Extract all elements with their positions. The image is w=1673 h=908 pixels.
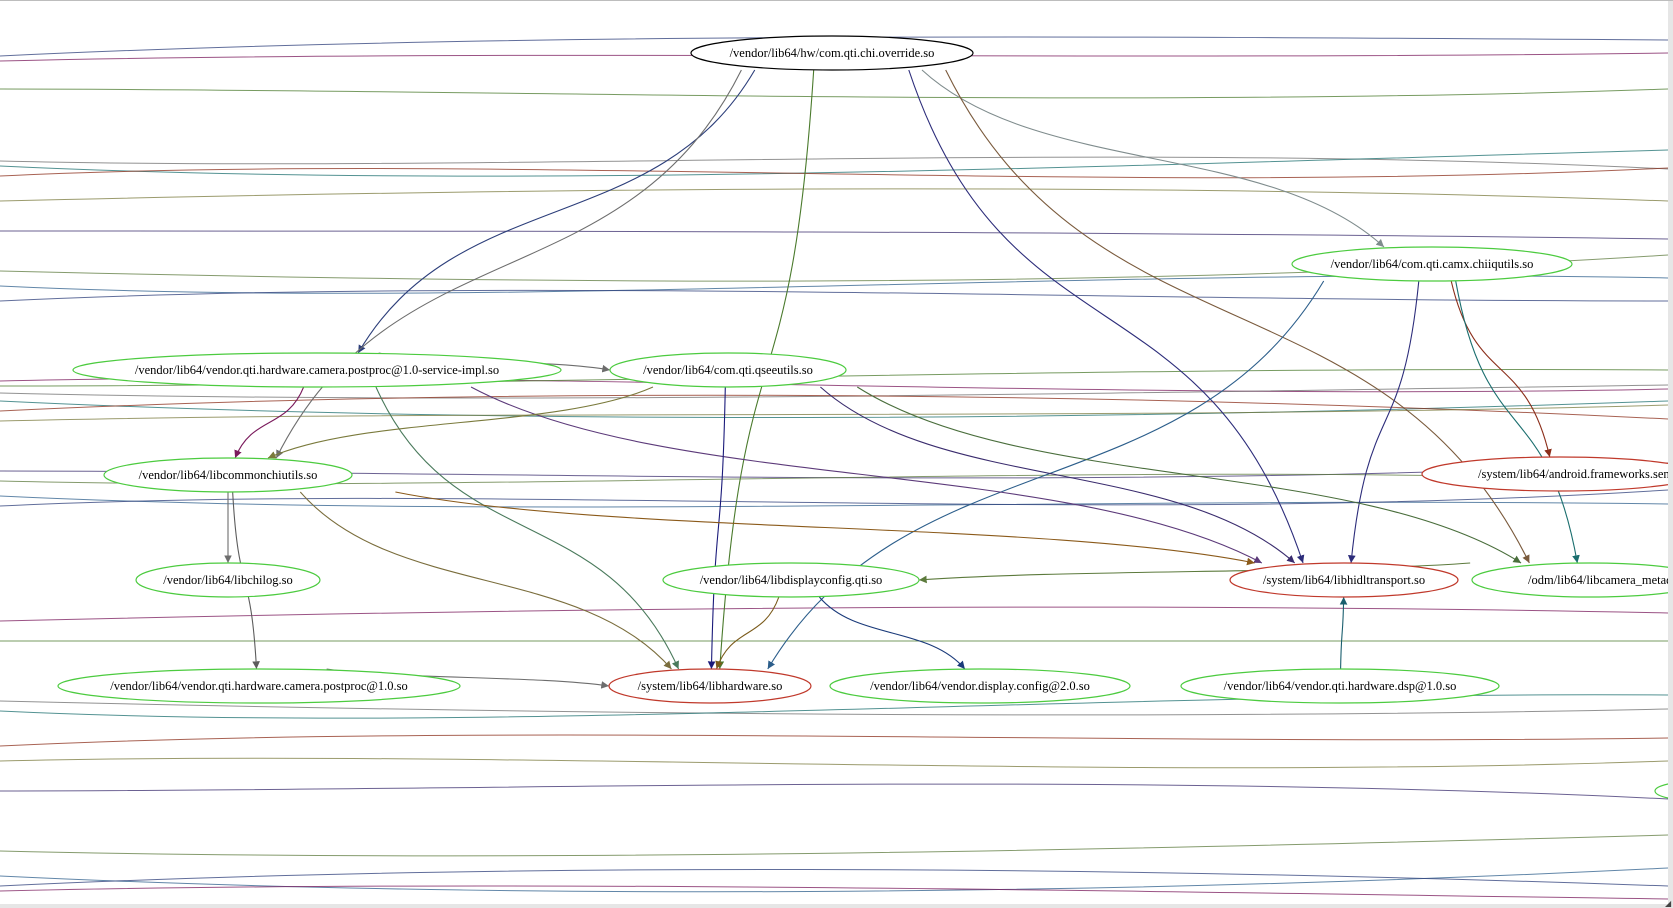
background-edge bbox=[0, 734, 1668, 747]
edge-qseeutils-to-libhw bbox=[707, 386, 726, 670]
background-edge bbox=[0, 88, 1668, 99]
edge-qseeutils-to-commonchi bbox=[267, 386, 654, 459]
node-dsp-label: /vendor/lib64/vendor.qti.hardware.dsp@1.… bbox=[1224, 679, 1457, 693]
node-partial[interactable] bbox=[1654, 781, 1668, 801]
node-layer: /vendor/lib64/hw/com.qti.chi.override.so… bbox=[57, 35, 1668, 801]
node-commonchi[interactable]: /vendor/lib64/libcommonchiutils.so bbox=[103, 457, 353, 493]
node-libhw-shape bbox=[608, 668, 812, 704]
background-edge bbox=[0, 167, 1668, 179]
edge-chiiutils-to-cammeta bbox=[1455, 280, 1580, 564]
background-edge bbox=[0, 834, 1668, 857]
edge-override-to-hidl bbox=[908, 69, 1305, 564]
node-qseeutils-shape bbox=[609, 352, 847, 388]
edge-qseeutils-to-hidl bbox=[820, 386, 1296, 564]
edge-chiiutils-to-libhw bbox=[767, 280, 1325, 670]
vertical-scrollbar[interactable] bbox=[1668, 1, 1673, 908]
edge-chiiutils-to-hidl bbox=[1347, 280, 1420, 564]
node-postproc-impl-shape bbox=[72, 352, 562, 388]
background-edge bbox=[0, 495, 1668, 508]
background-edge bbox=[0, 400, 1668, 419]
node-commonchi-shape bbox=[103, 457, 353, 493]
node-postproc-label: /vendor/lib64/vendor.qti.hardware.camera… bbox=[110, 679, 408, 693]
background-edge bbox=[0, 404, 1668, 422]
edge-override-to-cammeta bbox=[945, 69, 1530, 564]
edge-qseeutils-to-cammeta bbox=[857, 386, 1522, 564]
background-edge bbox=[0, 700, 1668, 716]
node-chilog[interactable]: /vendor/lib64/libchilog.so bbox=[135, 562, 321, 598]
node-override-label: /vendor/lib64/hw/com.qti.chi.override.so bbox=[730, 46, 935, 60]
edge-dispcfg-to-dispcfg2 bbox=[818, 596, 966, 670]
node-override-shape bbox=[690, 35, 974, 71]
edge-postproc_impl-to-libhw bbox=[375, 386, 680, 670]
node-postproc-impl-label: /vendor/lib64/vendor.qti.hardware.camera… bbox=[135, 363, 499, 377]
edge-override-to-commonchi bbox=[275, 69, 742, 459]
node-postproc[interactable]: /vendor/lib64/vendor.qti.hardware.camera… bbox=[57, 668, 461, 704]
node-dsp-shape bbox=[1180, 668, 1500, 704]
background-edge bbox=[0, 868, 1668, 887]
node-dispcfg2-label: /vendor/lib64/vendor.display.config@2.0.… bbox=[870, 679, 1090, 693]
edge-override-to-chiiutils bbox=[921, 69, 1385, 248]
background-edge bbox=[0, 606, 1668, 622]
background-edge bbox=[0, 783, 1668, 800]
node-sensors[interactable]: /system/lib64/android.frameworks.senso bbox=[1421, 456, 1668, 492]
background-edge bbox=[0, 230, 1668, 240]
edge-postproc_impl-to-commonchi bbox=[234, 386, 305, 459]
node-override[interactable]: /vendor/lib64/hw/com.qti.chi.override.so bbox=[690, 35, 974, 71]
node-cammeta-shape bbox=[1471, 562, 1668, 598]
background-edge bbox=[0, 156, 1668, 170]
horizontal-scrollbar[interactable] bbox=[0, 904, 1673, 908]
node-postproc-shape bbox=[57, 668, 461, 704]
background-edge bbox=[0, 384, 1668, 399]
background-edge bbox=[0, 757, 1668, 769]
edge-commonchi-to-libhw bbox=[299, 491, 672, 670]
background-edge bbox=[0, 188, 1668, 202]
node-hidl-shape bbox=[1229, 562, 1459, 598]
node-partial-shape bbox=[1654, 783, 1668, 799]
node-postproc-impl[interactable]: /vendor/lib64/vendor.qti.hardware.camera… bbox=[72, 352, 562, 388]
node-dispcfg-label: /vendor/lib64/libdisplayconfig.qti.so bbox=[700, 573, 883, 587]
node-dispcfg-shape bbox=[662, 562, 920, 598]
background-edge bbox=[0, 149, 1668, 177]
background-edge bbox=[0, 489, 1668, 507]
edge-chiiutils-to-sensors bbox=[1450, 280, 1552, 458]
node-dispcfg2[interactable]: /vendor/lib64/vendor.display.config@2.0.… bbox=[829, 668, 1131, 704]
node-libhw-label: /system/lib64/libhardware.so bbox=[638, 679, 783, 693]
node-dispcfg2-shape bbox=[829, 668, 1131, 704]
edge-dispcfg-to-libhw bbox=[715, 596, 780, 670]
edge-override-to-postproc_impl bbox=[357, 69, 756, 354]
node-chilog-label: /vendor/lib64/libchilog.so bbox=[163, 573, 293, 587]
node-qseeutils[interactable]: /vendor/lib64/com.qti.qseeutils.so bbox=[609, 352, 847, 388]
node-cammeta-label: /odm/lib64/libcamera_metada bbox=[1528, 573, 1668, 587]
resize-grip-icon[interactable]: ◢ bbox=[1665, 899, 1672, 908]
node-hidl-label: /system/lib64/libhidltransport.so bbox=[1263, 573, 1425, 587]
background-edge bbox=[0, 885, 1668, 900]
node-cammeta[interactable]: /odm/lib64/libcamera_metada bbox=[1471, 562, 1668, 598]
node-dsp[interactable]: /vendor/lib64/vendor.qti.hardware.dsp@1.… bbox=[1180, 668, 1500, 704]
node-dispcfg[interactable]: /vendor/lib64/libdisplayconfig.qti.so bbox=[662, 562, 920, 598]
edge-postproc_impl-to-hidl bbox=[470, 386, 1263, 564]
node-chilog-shape bbox=[135, 562, 321, 598]
node-libhw[interactable]: /system/lib64/libhardware.so bbox=[608, 668, 812, 704]
edge-dsp-to-hidl bbox=[1339, 596, 1348, 670]
edge-commonchi-to-hidl bbox=[395, 491, 1255, 566]
node-chiiutils[interactable]: /vendor/lib64/com.qti.camx.chiiqutils.so bbox=[1291, 246, 1573, 282]
node-commonchi-label: /vendor/lib64/libcommonchiutils.so bbox=[139, 468, 318, 482]
background-edge bbox=[0, 394, 1668, 420]
node-sensors-shape bbox=[1421, 456, 1668, 492]
node-qseeutils-label: /vendor/lib64/com.qti.qseeutils.so bbox=[643, 363, 813, 377]
node-chiiutils-shape bbox=[1291, 246, 1573, 282]
background-edge bbox=[0, 289, 1668, 302]
node-sensors-label: /system/lib64/android.frameworks.senso bbox=[1478, 467, 1668, 481]
background-edge bbox=[0, 867, 1668, 893]
node-chiiutils-label: /vendor/lib64/com.qti.camx.chiiqutils.so bbox=[1331, 257, 1534, 271]
node-hidl[interactable]: /system/lib64/libhidltransport.so bbox=[1229, 562, 1459, 598]
